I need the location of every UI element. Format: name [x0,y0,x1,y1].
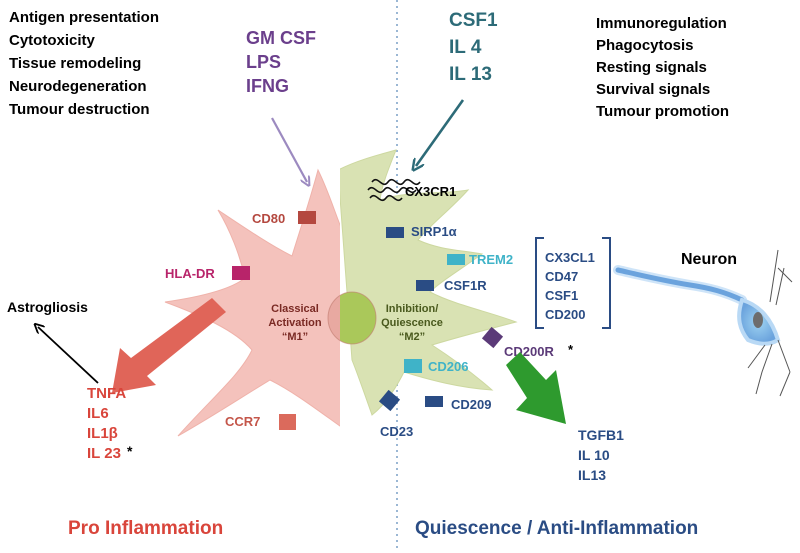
ccr7-receptor-icon [279,414,296,430]
cd200r-receptor-icon [481,326,504,349]
m1-stimulus: IFNG [246,76,289,96]
svg-text:Inhibition/: Inhibition/ [386,303,439,315]
m2-center-label: Inhibition/ Quiescence “M2” [381,303,443,343]
astrogliosis-arrow [38,327,99,384]
trem2-receptor-icon [447,254,465,265]
sirp1a-receptor-icon [386,227,404,238]
m1-center-label: Classical Activation “M1” [268,303,321,343]
svg-text:Classical: Classical [271,303,319,315]
nucleus [327,291,377,345]
m2-functions-list: Immunoregulation Phagocytosis Resting si… [596,15,729,120]
neuron-title: Neuron [681,251,737,268]
cd23-label: CD23 [380,424,413,439]
cd206-label: CD206 [428,359,468,374]
neuron-ligand: CD47 [545,269,578,284]
m1-output-star: * [127,443,133,459]
m2-stimulus: IL 13 [449,64,492,85]
trem2-label: TREM2 [469,252,513,267]
m2-function-item: Tumour promotion [596,103,729,120]
hla-dr-label: HLA-DR [165,266,215,281]
footer-pro-inflammation: Pro Inflammation [68,518,223,539]
svg-text:Quiescence: Quiescence [381,317,443,329]
m2-function-item: Survival signals [596,81,710,98]
svg-text:Activation: Activation [268,317,321,329]
svg-text:“M1”: “M1” [282,331,308,343]
m1-output-arrow [112,298,226,393]
csf1r-label: CSF1R [444,278,487,293]
cd200r-label: CD200R [504,344,554,359]
neuron-ligand: CD200 [545,307,585,322]
m1-function-item: Neurodegeneration [9,78,147,95]
m1-output: IL6 [87,405,109,422]
m1-functions-list: Antigen presentation Cytotoxicity Tissue… [9,9,159,118]
m1-output: IL1β [87,425,118,442]
m2-outputs: TGFB1 IL 10 IL13 [578,427,624,483]
m2-output: TGFB1 [578,427,624,443]
hla-dr-receptor-icon [232,266,250,280]
ligand-bracket-left [535,237,544,329]
cd209-label: CD209 [451,397,491,412]
ligand-bracket-right [602,237,611,329]
m2-stimuli: CSF1 IL 4 IL 13 [449,10,498,85]
cd209-receptor-icon [425,396,443,407]
cd200r-star: * [568,342,574,357]
ccr7-label: CCR7 [225,414,260,429]
neuron-ligand: CX3CL1 [545,250,595,265]
cd80-receptor-icon [298,211,316,224]
m2-stimuli-arrow [416,99,465,166]
footer-anti-inflammation: Quiescence / Anti-Inflammation [415,518,698,539]
sirp1a-label: SIRP1α [411,224,457,239]
cx3cr1-label: CX3CR1 [405,184,456,199]
m2-function-item: Immunoregulation [596,15,727,32]
m1-microglia-cell [164,168,340,437]
m2-stimulus: IL 4 [449,37,482,58]
cx3cr1-receptor: CX3CR1 [367,178,456,202]
m2-stimulus: CSF1 [449,10,498,31]
neuron-cell-icon [613,249,793,397]
m2-function-item: Resting signals [596,59,707,76]
m1-stimuli-arrow [271,117,307,182]
m1-output: TNFA [87,385,126,402]
m1-stimulus: GM CSF [246,28,316,48]
m2-output: IL 10 [578,447,610,463]
m1-function-item: Antigen presentation [9,9,159,26]
m1-stimulus: LPS [246,52,281,72]
cd80-label: CD80 [252,211,285,226]
cx3cr1-coil-icon [367,178,421,202]
m1-function-item: Cytotoxicity [9,32,96,49]
m1-output: IL 23 [87,445,121,462]
astrogliosis-label: Astrogliosis [7,299,88,315]
m2-output: IL13 [578,467,606,483]
m1-function-item: Tumour destruction [9,101,150,118]
m2-output-arrow [506,352,566,424]
svg-text:“M2”: “M2” [399,331,425,343]
neuron-ligands: CX3CL1 CD47 CSF1 CD200 [545,250,595,322]
cd206-receptor-icon [404,359,422,373]
m1-function-item: Tissue remodeling [9,55,141,72]
m1-outputs: TNFA IL6 IL1β IL 23 [87,385,126,462]
m2-function-item: Phagocytosis [596,37,694,54]
m1-stimuli: GM CSF LPS IFNG [246,28,316,96]
neuron-ligand: CSF1 [545,288,578,303]
cd23-receptor-icon [378,389,401,412]
csf1r-receptor-icon [416,280,434,291]
